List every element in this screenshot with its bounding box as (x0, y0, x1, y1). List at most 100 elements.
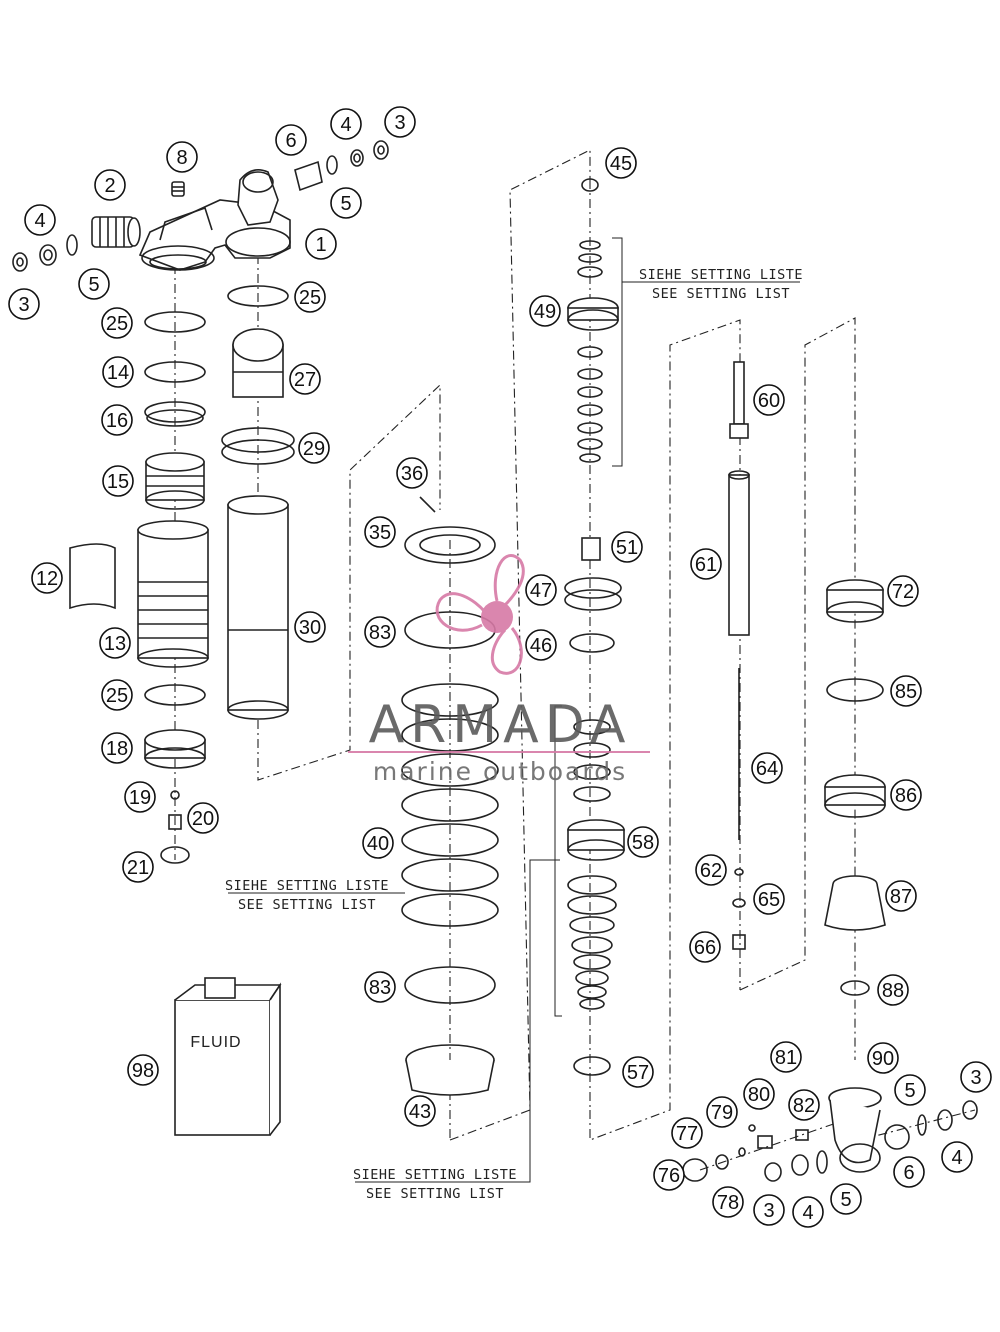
note-3-en: SEE SETTING LIST (366, 1186, 504, 1202)
callout-number: 8 (176, 147, 187, 169)
callout-circle (706, 1096, 738, 1128)
callout-number: 4 (34, 210, 45, 232)
callout-87: 87 (885, 880, 917, 912)
callout-number: 90 (872, 1048, 894, 1070)
callout-25: 25 (101, 307, 133, 339)
callout-number: 20 (192, 808, 214, 830)
callout-16: 16 (101, 404, 133, 436)
callout-circle (364, 616, 396, 648)
shock-body (221, 285, 295, 720)
callout-72: 72 (887, 575, 919, 607)
callout-circle (31, 562, 63, 594)
callout-number: 16 (106, 410, 128, 432)
note-1-de: SIEHE SETTING LISTE (639, 267, 803, 283)
callout-circle (364, 516, 396, 548)
callout-circle (753, 1194, 785, 1226)
callout-number: 21 (127, 857, 149, 879)
callout-1: 1 (305, 228, 337, 260)
callout-51: 51 (611, 531, 643, 563)
callout-number: 83 (369, 977, 391, 999)
callout-circle (294, 281, 326, 313)
bottom-clevis (682, 1087, 978, 1182)
callout-circle (788, 1089, 820, 1121)
callout-number: 2 (104, 175, 115, 197)
callout-circle (94, 169, 126, 201)
callout-circle (124, 781, 156, 813)
callout-number: 5 (904, 1080, 915, 1102)
callout-circle (330, 108, 362, 140)
callout-number: 4 (951, 1147, 962, 1169)
callout-number: 66 (694, 937, 716, 959)
callout-number: 5 (840, 1189, 851, 1211)
callout-82: 82 (788, 1089, 820, 1121)
callout-circle (362, 827, 394, 859)
callout-circle (525, 629, 557, 661)
callout-14: 14 (102, 356, 134, 388)
callout-number: 40 (367, 833, 389, 855)
callout-circle (770, 1041, 802, 1073)
callout-number: 19 (129, 787, 151, 809)
callout-circle (101, 404, 133, 436)
callout-57: 57 (622, 1056, 654, 1088)
callout-number: 82 (793, 1095, 815, 1117)
watermark-title: ARMADA (369, 695, 632, 755)
callout-88: 88 (877, 974, 909, 1006)
callout-circle (960, 1061, 992, 1093)
callout-79: 79 (706, 1096, 738, 1128)
callout-circle (894, 1074, 926, 1106)
callout-circle (792, 1196, 824, 1228)
note-3-de: SIEHE SETTING LISTE (353, 1167, 517, 1183)
callout-circle (887, 575, 919, 607)
note-2-en: SEE SETTING LIST (238, 897, 376, 913)
callout-number: 81 (775, 1047, 797, 1069)
callout-64: 64 (751, 752, 783, 784)
callout-circle (24, 204, 56, 236)
callout-number: 25 (299, 287, 321, 309)
callout-number: 1 (315, 234, 326, 256)
callout-4: 4 (941, 1141, 973, 1173)
callout-circle (671, 1117, 703, 1149)
shim-brackets (554, 237, 800, 1017)
callout-number: 57 (627, 1062, 649, 1084)
callout-layer: 1234568345252514161512132518192021272930… (8, 106, 992, 1228)
setting-notes: SIEHE SETTING LISTE SEE SETTING LIST SIE… (225, 267, 803, 1202)
callout-35: 35 (364, 516, 396, 548)
callout-6: 6 (275, 124, 307, 156)
callout-number: 43 (409, 1101, 431, 1123)
callout-number: 98 (132, 1060, 154, 1082)
piston-rod (728, 361, 750, 950)
callout-number: 5 (88, 274, 99, 296)
callout-number: 15 (107, 471, 129, 493)
callout-circle (653, 1159, 685, 1191)
callout-47: 47 (525, 574, 557, 606)
callout-circle (622, 1056, 654, 1088)
callout-circle (890, 779, 922, 811)
callout-40: 40 (362, 827, 394, 859)
propeller-logo (435, 554, 525, 675)
callout-number: 45 (610, 153, 632, 175)
callout-27: 27 (289, 363, 321, 395)
callout-circle (751, 752, 783, 784)
callout-number: 49 (534, 301, 556, 323)
callout-5: 5 (830, 1183, 862, 1215)
callout-number: 3 (763, 1200, 774, 1222)
callout-number: 60 (758, 390, 780, 412)
callout-65: 65 (753, 883, 785, 915)
note-1-en: SEE SETTING LIST (652, 286, 790, 302)
callout-number: 87 (890, 886, 912, 908)
callout-circle (294, 611, 326, 643)
valve-group (824, 579, 886, 996)
callout-85: 85 (890, 675, 922, 707)
callout-83: 83 (364, 971, 396, 1003)
watermark-subtitle: marine outboards (373, 757, 627, 786)
callout-circle (611, 531, 643, 563)
callout-number: 78 (717, 1192, 739, 1214)
callout-number: 62 (700, 860, 722, 882)
callout-circle (122, 851, 154, 883)
reservoir-parts (69, 311, 209, 864)
callout-number: 3 (18, 294, 29, 316)
shim-stack (564, 178, 625, 1076)
callout-circle (298, 432, 330, 464)
callout-circle (289, 363, 321, 395)
callout-2: 2 (94, 169, 126, 201)
